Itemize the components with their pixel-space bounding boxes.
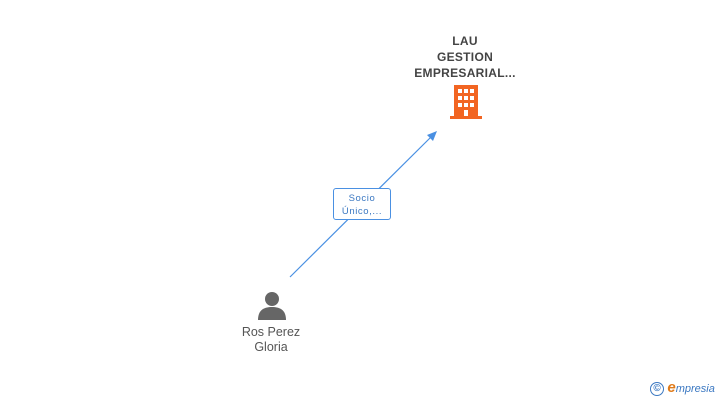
company-name[interactable]: LAU GESTION EMPRESARIAL... bbox=[395, 33, 535, 81]
person-name-line-1: Ros Perez bbox=[241, 325, 301, 339]
person-name[interactable]: Ros Perez Gloria bbox=[220, 325, 322, 355]
relation-label[interactable]: Socio Único,... bbox=[333, 188, 391, 220]
copyright-icon: © bbox=[650, 381, 664, 396]
company-name-line-2: GESTION bbox=[436, 50, 494, 64]
relation-label-line-2: Único,... bbox=[341, 206, 383, 217]
brand-name: mpresia bbox=[675, 382, 715, 395]
person-name-line-2: Gloria bbox=[254, 340, 288, 354]
building-icon[interactable] bbox=[449, 84, 483, 120]
person-icon[interactable] bbox=[256, 290, 288, 322]
relation-label-line-1: Socio bbox=[348, 193, 376, 204]
brand-initial: e bbox=[667, 379, 676, 396]
arrowhead-icon bbox=[427, 131, 437, 141]
empresia-watermark: © empresia bbox=[650, 379, 728, 399]
company-name-line-3: EMPRESARIAL... bbox=[414, 66, 516, 80]
company-name-line-1: LAU bbox=[452, 34, 478, 48]
